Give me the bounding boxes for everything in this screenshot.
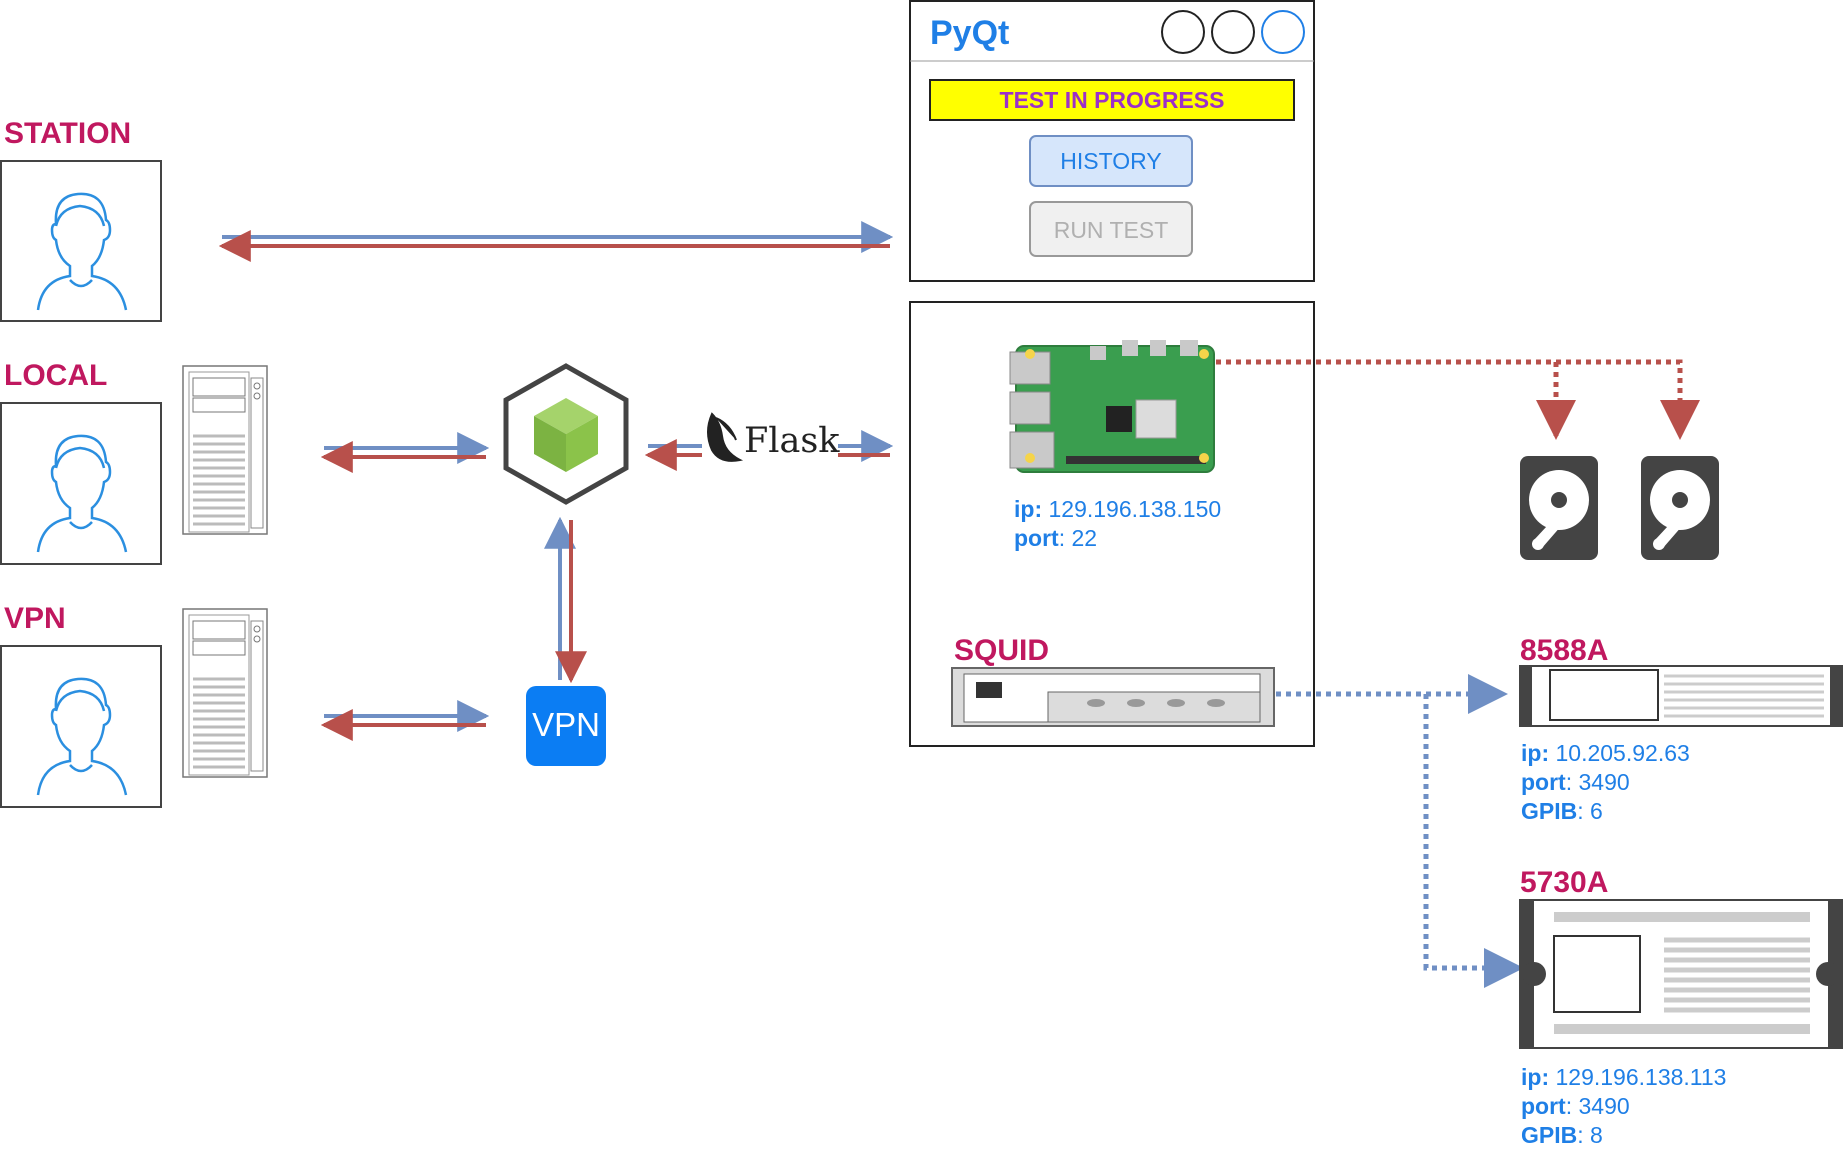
- server-box: ip: 129.196.138.150 port: 22 SQUID: [909, 301, 1315, 747]
- vpnuser-vpn-arrows: [320, 700, 490, 741]
- run-test-button-label: RUN TEST: [1054, 217, 1169, 243]
- pi-ip: ip: 129.196.138.150: [1014, 496, 1221, 522]
- station-label: STATION: [4, 117, 131, 150]
- user-local: LOCAL: [0, 359, 269, 565]
- station-frame: [0, 160, 162, 322]
- squid-instrument-links: [1276, 674, 1524, 988]
- vpn-icon: [526, 686, 606, 766]
- vpn-node-arrows: [544, 516, 587, 684]
- vpn-node: VPN: [526, 686, 606, 766]
- pi-port: port: 22: [1014, 525, 1097, 551]
- instrument-5730a-ip: ip: 129.196.138.113: [1521, 1064, 1726, 1090]
- flask-label: Flask: [744, 421, 840, 461]
- pyqt-title: PyQt: [930, 14, 1009, 52]
- user-station: STATION: [0, 117, 162, 322]
- pyqt-window: PyQt TEST IN PROGRESS HISTORY RUN TEST: [909, 0, 1315, 282]
- window-control-icon[interactable]: [1161, 10, 1205, 54]
- rack-server-icon: [1519, 665, 1843, 727]
- station-pyqt-arrows: [218, 221, 894, 262]
- squid-label: SQUID: [954, 634, 1049, 667]
- tower-server-icon: [181, 364, 269, 536]
- node-cube-icon: [503, 363, 629, 505]
- local-node-arrows: [320, 432, 490, 473]
- instrument-5730a: 5730A ip: 129.196.138.113 port: 3490 GPI…: [1519, 866, 1843, 1148]
- instrument-5730a-gpib: GPIB: 8: [1521, 1122, 1603, 1148]
- vpn-user-frame: [0, 645, 162, 808]
- instrument-5730a-port: port: 3490: [1521, 1093, 1630, 1119]
- vpn-node-label: VPN: [532, 706, 600, 743]
- run-test-button[interactable]: RUN TEST: [1029, 201, 1193, 257]
- local-frame: [0, 402, 162, 565]
- history-button[interactable]: HISTORY: [1029, 135, 1193, 187]
- node-flask-arrows: [644, 430, 894, 471]
- raspberry-pi-icon: [1009, 340, 1215, 473]
- hard-drive-icon: [1520, 456, 1598, 560]
- squid-device-icon: [951, 667, 1275, 727]
- tower-server-icon: [181, 607, 269, 779]
- status-text: TEST IN PROGRESS: [1000, 87, 1225, 113]
- instrument-8588a-gpib: GPIB: 6: [1521, 798, 1603, 824]
- vpn-user-label: VPN: [4, 602, 66, 635]
- local-label: LOCAL: [4, 359, 107, 392]
- window-control-icon[interactable]: [1261, 10, 1305, 54]
- instrument-8588a-ip: ip: 10.205.92.63: [1521, 740, 1690, 766]
- pi-storage-links: [1216, 359, 1700, 440]
- flask-logo-icon: [707, 412, 744, 462]
- user-vpn: VPN: [0, 602, 269, 808]
- instrument-8588a-label: 8588A: [1520, 634, 1608, 667]
- status-bar: [929, 79, 1295, 121]
- history-button-label: HISTORY: [1060, 148, 1161, 174]
- instrument-8588a: 8588A ip: 10.205.92.63 port: 3490 GPIB: …: [1519, 634, 1843, 824]
- hard-drive-icon: [1641, 456, 1719, 560]
- instrument-5730a-label: 5730A: [1520, 866, 1608, 899]
- flask-logo: Flask: [707, 412, 840, 462]
- rack-server-icon: [1519, 899, 1843, 1049]
- instrument-8588a-port: port: 3490: [1521, 769, 1630, 795]
- window-control-icon[interactable]: [1211, 10, 1255, 54]
